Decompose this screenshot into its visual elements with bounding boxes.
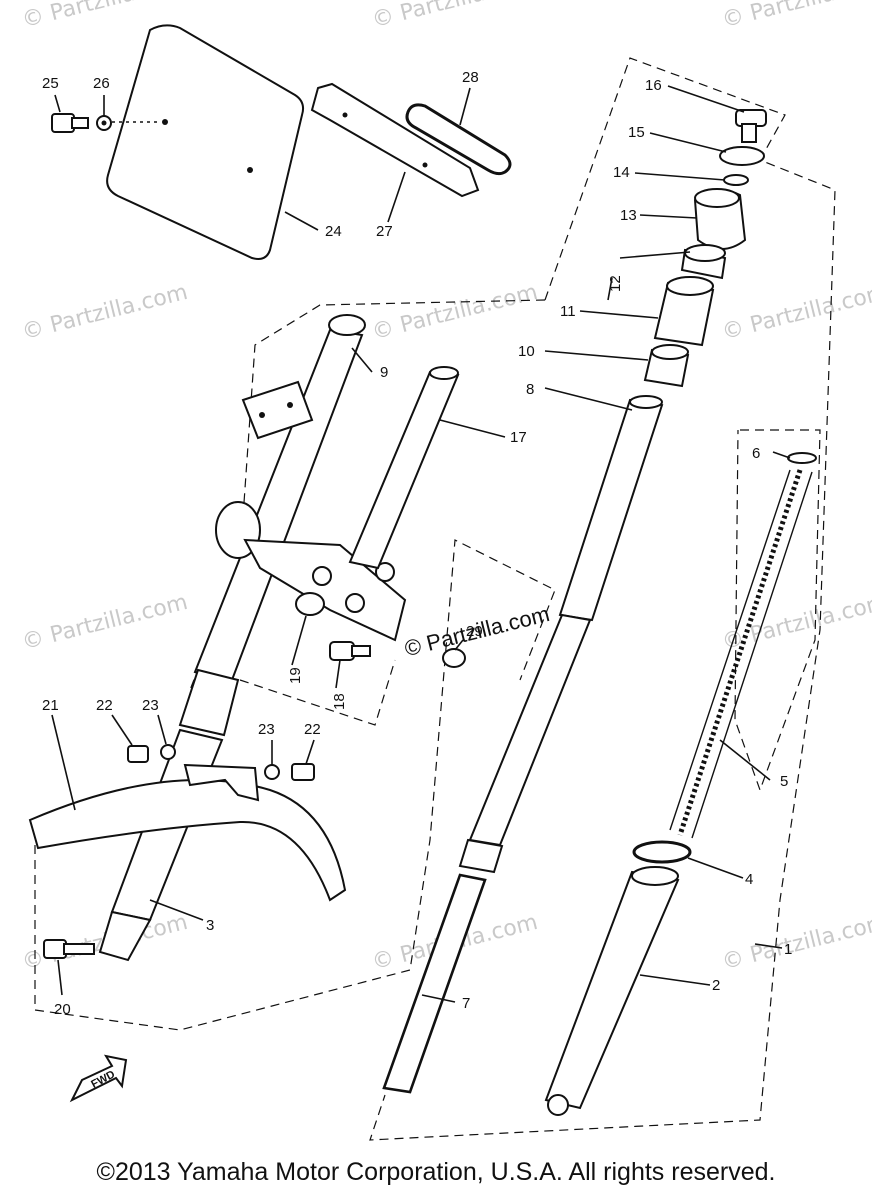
- part-18-pinch-bolt: [329, 641, 371, 661]
- part-2-outer-tube: [544, 866, 680, 1116]
- callout-23: 23: [258, 721, 275, 738]
- fender-bracket: [183, 763, 260, 802]
- callout-16: 16: [645, 77, 662, 94]
- callout-21: 21: [42, 697, 59, 714]
- part-23-washer: [160, 744, 176, 760]
- part-22-bolt: [291, 763, 315, 781]
- callout-18: 18: [331, 693, 348, 710]
- callout-9: 9: [380, 364, 388, 381]
- callout-3: 3: [206, 917, 214, 934]
- part-11-outer-cover: [653, 276, 715, 347]
- part-6-clip: [787, 452, 817, 464]
- part-24-number-plate: [106, 24, 305, 260]
- part-22-bolt: [127, 745, 149, 763]
- callout-22: 22: [96, 697, 113, 714]
- callout-28: 28: [462, 69, 479, 86]
- part-4-ring: [632, 840, 692, 864]
- callout-17: 17: [510, 429, 527, 446]
- copyright-notice: ©2013 Yamaha Motor Corporation, U.S.A. A…: [96, 1158, 776, 1186]
- part-23-washer: [264, 764, 280, 780]
- callout-4: 4: [745, 871, 753, 888]
- part-19-clamp: [295, 592, 325, 616]
- center-watermark: © Partzilla.com: [402, 601, 552, 661]
- callout-14: 14: [613, 164, 630, 181]
- under-bracket: [215, 501, 407, 642]
- callout-24: 24: [325, 223, 342, 240]
- part-28-band: [405, 103, 512, 176]
- part-8-inner-tube: [558, 398, 664, 622]
- part-29-plug: [442, 648, 466, 668]
- callout-27: 27: [376, 223, 393, 240]
- part-7-damper-rod: [382, 873, 487, 1094]
- callout-12: 12: [607, 275, 624, 292]
- callout-25: 25: [42, 75, 59, 92]
- part-21-front-fender: [28, 779, 347, 902]
- callout-22: 22: [304, 721, 321, 738]
- callout-15: 15: [628, 124, 645, 141]
- part-5-spring: [677, 469, 803, 836]
- part-13-cover-cap: [693, 188, 747, 250]
- callout-23: 23: [142, 697, 159, 714]
- callout-26: 26: [93, 75, 110, 92]
- part-15-washer: [719, 146, 765, 166]
- callout-8: 8: [526, 381, 534, 398]
- part-26-washer: [96, 115, 112, 131]
- part-3-lower-fork-leg: [98, 728, 224, 962]
- callout-20: 20: [54, 1001, 71, 1018]
- callout-5: 5: [780, 773, 788, 790]
- part-17-inner-tube: [348, 366, 460, 570]
- part-27-bracket: [310, 82, 480, 198]
- callout-7: 7: [462, 995, 470, 1012]
- assembly-outline-bracket: [239, 659, 396, 726]
- callout-11: 11: [560, 303, 576, 320]
- part-8-inner-tube-lower: [468, 613, 592, 847]
- assembly-outline-right: [369, 57, 836, 1141]
- part-25-bolt: [51, 113, 89, 133]
- headlight-bracket: [241, 380, 314, 440]
- callout-10: 10: [518, 343, 535, 360]
- part-16-cap-bolt: [735, 109, 767, 143]
- callout-2: 2: [712, 977, 720, 994]
- assembly-outline-spring: [734, 429, 821, 792]
- front-fork-exploded-diagram: FWD 1 2 3 4 5: [28, 24, 836, 1141]
- callout-29: 29: [466, 623, 483, 640]
- svg-text:FWD: FWD: [89, 1068, 117, 1090]
- callout-19: 19: [287, 667, 304, 684]
- part-14-o-ring: [723, 174, 749, 186]
- part-20-axle-bolt: [43, 939, 95, 959]
- callout-1: 1: [784, 941, 792, 958]
- leader-lines: [51, 85, 791, 1003]
- callout-13: 13: [620, 207, 637, 224]
- part-10-seal: [643, 344, 690, 388]
- part-12-guide: [680, 244, 727, 280]
- callout-6: 6: [752, 445, 760, 462]
- fwd-arrow: FWD: [69, 1054, 128, 1103]
- part-9-fork-tube: [178, 314, 366, 737]
